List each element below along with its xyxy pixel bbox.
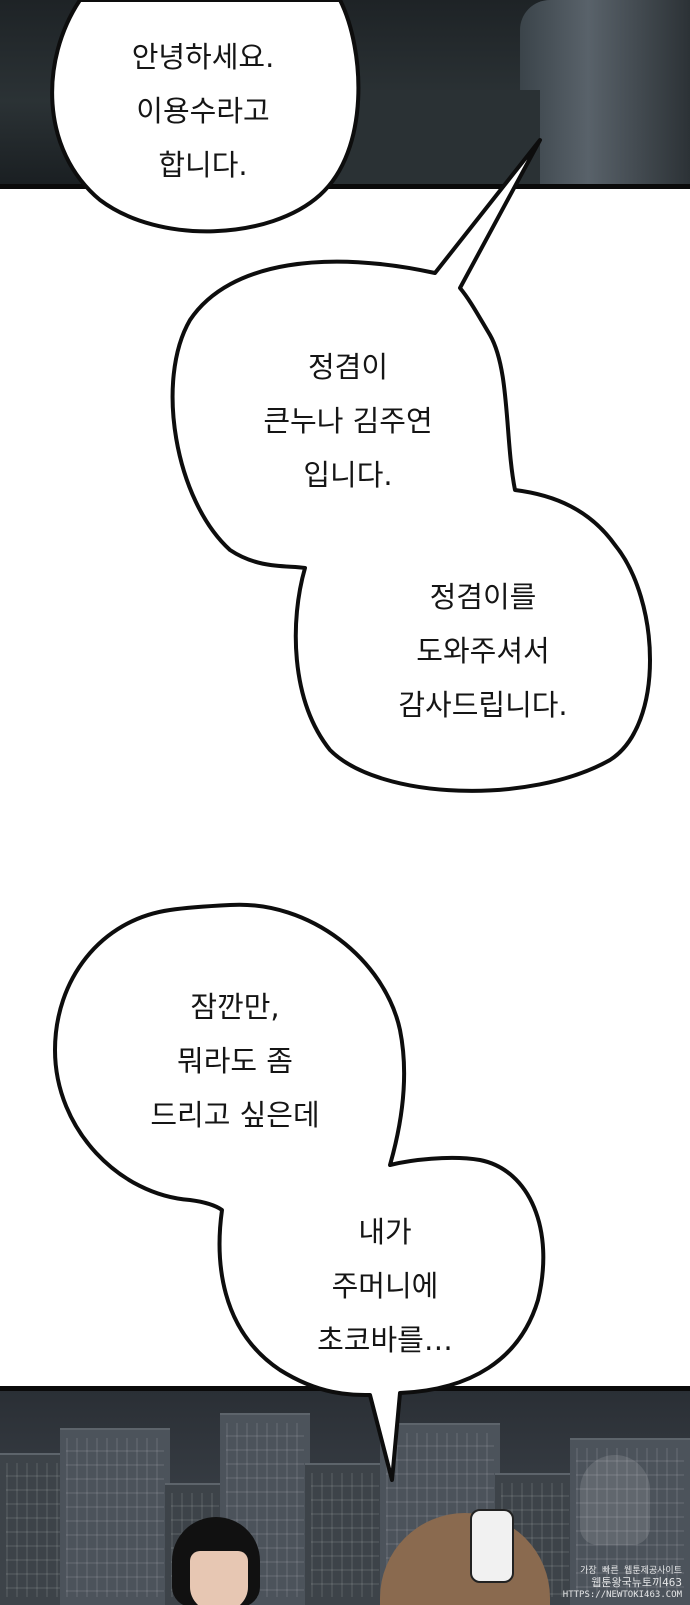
dialogue-line: 정겸이 <box>307 350 389 384</box>
dialogue-line: 내가 <box>358 1215 412 1249</box>
character-figure-top <box>520 0 690 184</box>
speech-bubble-3b-text: 내가 주머니에 초코바를… <box>285 1205 485 1367</box>
building <box>60 1428 170 1605</box>
building <box>305 1463 385 1605</box>
building <box>0 1453 70 1605</box>
dialogue-line: 합니다. <box>158 148 248 182</box>
speech-bubble-1 <box>50 0 361 234</box>
dialogue-line: 뭐라도 좀 <box>177 1044 293 1078</box>
speech-bubble-3a-text: 잠깐만, 뭐라도 좀 드리고 싶은데 <box>115 980 355 1142</box>
speech-bubble-2a-text: 정겸이 큰누나 김주연 입니다. <box>228 340 468 502</box>
dialogue-line: 큰누나 김주연 <box>263 404 433 438</box>
speech-bubble-2b-text: 정겸이를 도와주셔서 감사드립니다. <box>363 570 603 732</box>
watermark-emblem-icon <box>580 1455 650 1545</box>
building <box>570 1438 690 1605</box>
speech-bubble-3 <box>53 902 546 1482</box>
watermark-line: 가장 빠른 웹툰제공사이트 <box>580 1566 682 1576</box>
speech-bubble-2 <box>170 138 652 793</box>
character-face-left <box>190 1551 248 1605</box>
watermark-line: 웹툰왕국뉴토끼463 <box>591 1576 682 1589</box>
dialogue-line: 잠깐만, <box>190 990 280 1024</box>
dialogue-line: 입니다. <box>303 458 393 492</box>
dialogue-line: 정겸이를 <box>429 580 537 614</box>
watermark-line: HTTPS://NEWTOKI463.COM <box>562 1590 682 1600</box>
watermark: 가장 빠른 웹툰제공사이트 웹툰왕국뉴토끼463 HTTPS://NEWTOKI… <box>532 1565 682 1601</box>
dialogue-line: 안녕하세요. <box>131 40 275 74</box>
speech-bubble-1-text: 안녕하세요. 이용수라고 합니다. <box>103 30 303 192</box>
character-headband-right <box>470 1509 514 1583</box>
dialogue-line: 드리고 싶은데 <box>150 1098 320 1132</box>
dialogue-line: 주머니에 <box>331 1269 439 1303</box>
dialogue-line: 도와주셔서 <box>416 634 550 668</box>
dialogue-line: 이용수라고 <box>136 94 270 128</box>
dialogue-line: 초코바를… <box>317 1323 453 1357</box>
dialogue-line: 감사드립니다. <box>398 688 568 722</box>
